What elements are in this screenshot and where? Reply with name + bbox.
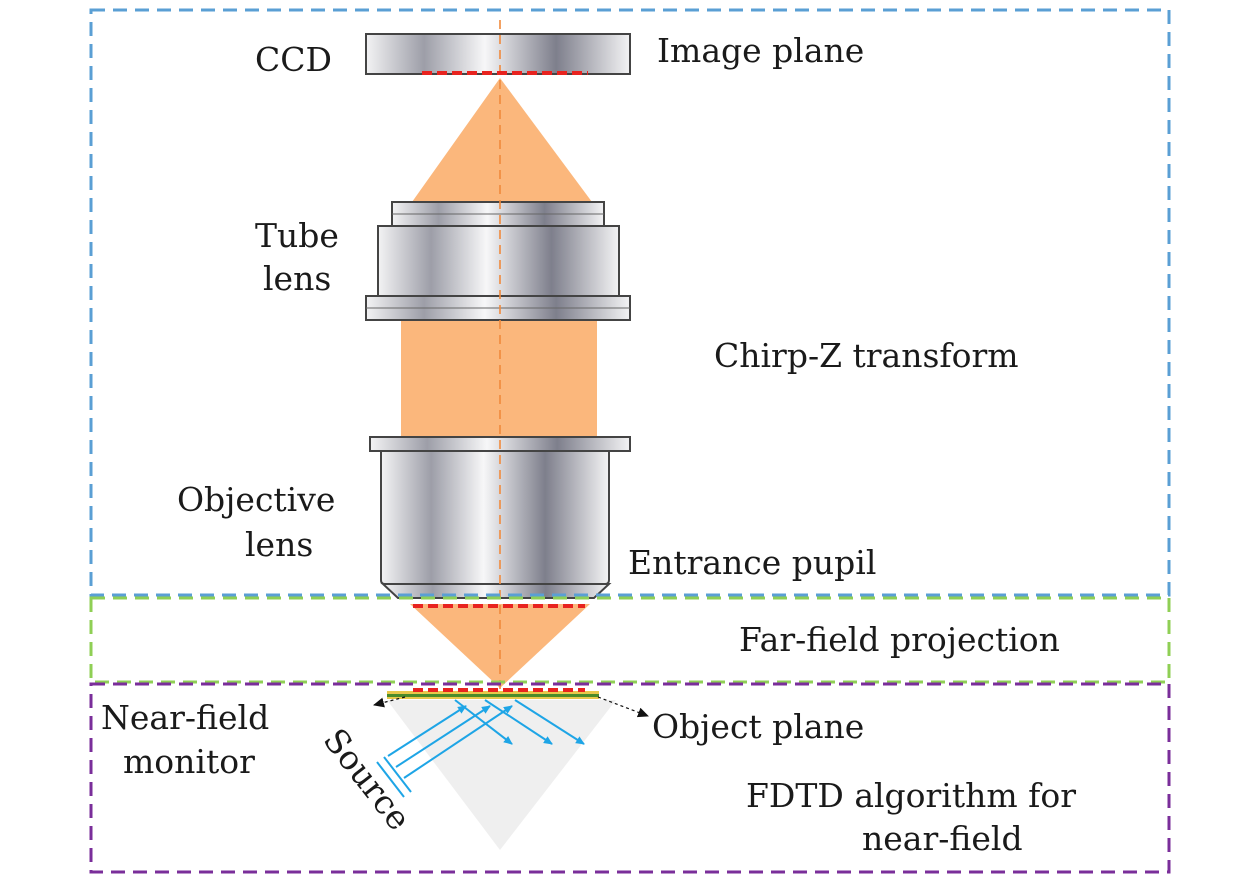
fdtd-label-line1: FDTD algorithm for xyxy=(746,776,1076,815)
reflected-ray xyxy=(514,699,585,745)
monitor-extent-arrow-left xyxy=(373,696,406,708)
fdtd-label-line2: near-field xyxy=(862,819,1023,858)
far-field-region-box xyxy=(89,596,1171,684)
reflected-ray xyxy=(484,699,553,745)
monitor-extent-arrow-right xyxy=(597,696,649,718)
reflected-ray xyxy=(454,699,513,745)
tube-lens xyxy=(365,201,631,321)
sample-layers xyxy=(387,691,599,699)
beam-lower-cone xyxy=(410,604,590,688)
fdtd-region xyxy=(387,700,616,850)
far-field-label: Far-field projection xyxy=(739,620,1060,659)
ccd-sensor xyxy=(365,33,631,75)
incident-ray xyxy=(387,705,467,757)
entrance-pupil-label: Entrance pupil xyxy=(628,543,876,582)
near-field-monitor-label-line1: Near-field xyxy=(101,698,269,737)
light-rays xyxy=(387,699,585,779)
beam-upper-cone xyxy=(412,78,592,202)
ccd-label: CCD xyxy=(255,40,332,79)
objective-lens-label-line1: Objective xyxy=(177,480,335,519)
tube-lens-label-line1: Tube xyxy=(255,216,339,255)
source-label: Source xyxy=(316,721,419,838)
chirp-z-region-box xyxy=(89,8,1171,597)
beam-between-lenses xyxy=(401,318,597,440)
tube-lens-label-line2: lens xyxy=(263,259,331,298)
objective-lens-label-line2: lens xyxy=(245,525,313,564)
chirp-z-label: Chirp-Z transform xyxy=(714,336,1019,375)
incident-ray xyxy=(403,705,513,779)
objective-lens xyxy=(369,436,631,599)
image-plane-label: Image plane xyxy=(657,31,864,70)
near-field-monitor-label-line2: monitor xyxy=(123,742,255,781)
source-plane xyxy=(376,756,412,798)
object-plane-label: Object plane xyxy=(652,707,864,746)
fdtd-region-box xyxy=(89,682,1171,874)
